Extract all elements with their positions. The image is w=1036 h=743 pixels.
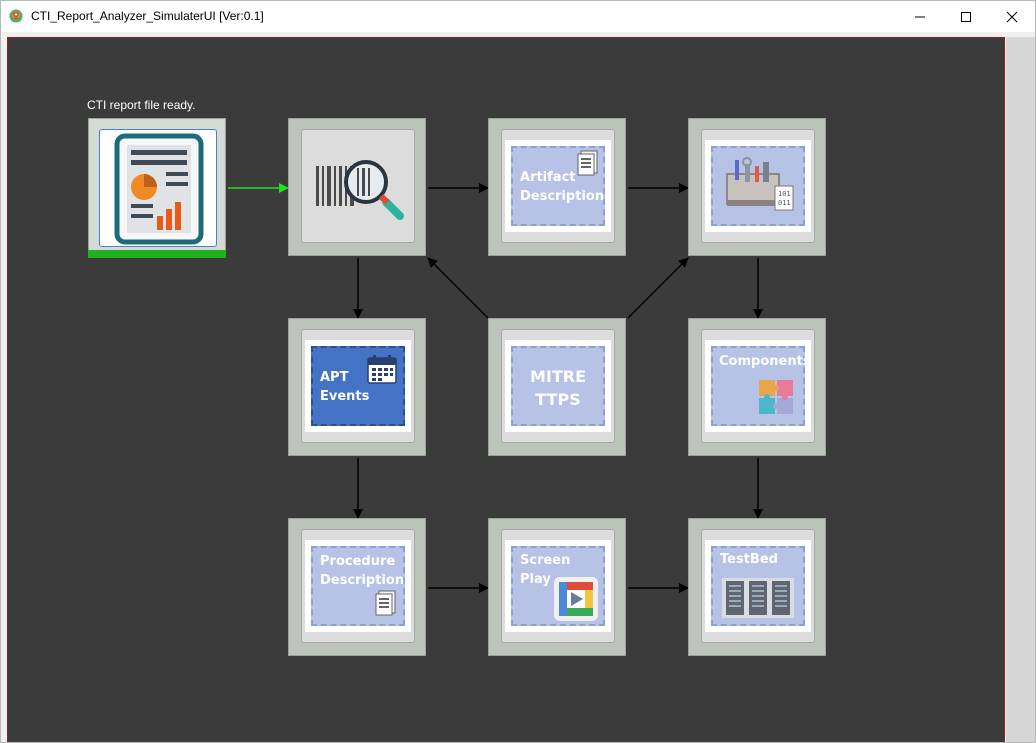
- apt-events-label: APT Events: [320, 370, 370, 404]
- node-toolbox[interactable]: 101 011: [688, 118, 826, 256]
- close-icon: [1006, 11, 1018, 22]
- svg-text:011: 011: [778, 199, 791, 207]
- node-screen-play[interactable]: Screen Play: [488, 518, 626, 656]
- procedure-label: Procedure Description: [320, 554, 405, 588]
- minimize-button[interactable]: [897, 1, 943, 32]
- node-components[interactable]: Components: [688, 318, 826, 456]
- mitre-ttps-label: MITRE TTPS: [529, 367, 587, 409]
- screen-play-label: Screen Play: [520, 553, 571, 587]
- node-procedure[interactable]: Procedure Description: [288, 518, 426, 656]
- close-button[interactable]: [989, 1, 1035, 32]
- svg-text:101: 101: [778, 190, 791, 198]
- puzzle-icon: [759, 380, 793, 414]
- maximize-icon: [961, 11, 971, 22]
- calendar-icon: [367, 355, 397, 384]
- node-mitre-ttps[interactable]: MITRE TTPS: [488, 318, 626, 456]
- status-message: CTI report file ready.: [87, 98, 196, 112]
- progress-bar: [88, 250, 226, 258]
- minimize-icon: [915, 16, 925, 17]
- node-testbed[interactable]: TestBed: [688, 518, 826, 656]
- node-artifact[interactable]: Artifact Description: [488, 118, 626, 256]
- title-bar[interactable]: CTI_Report_Analyzer_SimulaterUI [Ver:0.1…: [1, 1, 1035, 32]
- document-icon: [577, 150, 598, 176]
- workflow-canvas: CTI report file ready.: [7, 37, 1005, 742]
- maximize-button[interactable]: [943, 1, 989, 32]
- node-apt-events[interactable]: APT Events: [288, 318, 426, 456]
- workflow-arrows: [228, 183, 763, 593]
- scroll-gutter: [1006, 37, 1035, 742]
- window-title: CTI_Report_Analyzer_SimulaterUI [Ver:0.1…: [31, 9, 264, 23]
- document-icon: [375, 590, 396, 616]
- barcode-magnifier-icon: [316, 160, 404, 220]
- artifact-label: Artifact Description: [520, 170, 605, 204]
- report-document-icon: [114, 133, 204, 245]
- play-icon: [554, 577, 598, 621]
- testbed-label: TestBed: [720, 552, 778, 567]
- arrow-mitre-to-toolbox: [627, 257, 689, 319]
- arrow-mitre-to-scanner: [427, 257, 489, 319]
- server-rack-icon: [722, 578, 794, 618]
- toolbox-binary-icon: 101 011: [726, 157, 794, 211]
- components-label: Components: [719, 354, 811, 369]
- app-map-pin-icon: [9, 9, 23, 23]
- node-report[interactable]: [88, 118, 226, 256]
- node-scanner[interactable]: [288, 118, 426, 256]
